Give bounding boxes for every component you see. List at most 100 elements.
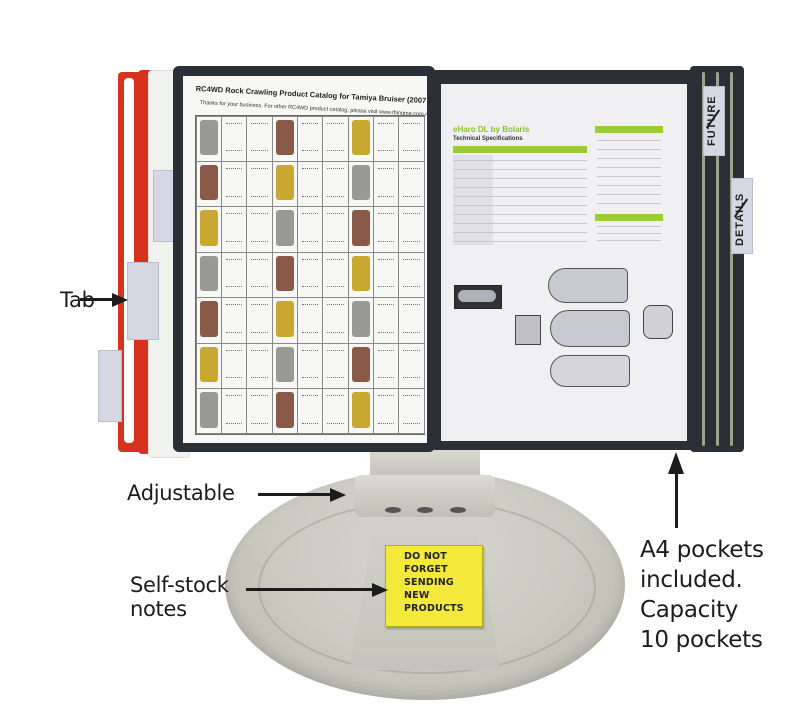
- spec-row: [453, 196, 587, 197]
- product-text: [251, 395, 268, 424]
- arrow-head-icon: [668, 452, 684, 474]
- label-pockets: A4 pockets included. Capacity 10 pockets: [640, 535, 764, 655]
- note-line: FORGET: [404, 564, 448, 575]
- product-thumbnail: [199, 119, 218, 156]
- catalog-cell: [372, 206, 400, 253]
- catalog-cell: [372, 160, 400, 208]
- pocket-tab[interactable]: [127, 262, 159, 340]
- catalog-cell: [296, 388, 324, 435]
- product-thumbnail: [351, 210, 370, 246]
- product-thumbnail: [275, 255, 294, 292]
- spec-row: [453, 241, 587, 242]
- product-text: [301, 167, 319, 197]
- product-text: [327, 258, 344, 288]
- product-text: [327, 122, 344, 152]
- catalog-cell: [271, 160, 298, 208]
- product-text: [327, 213, 344, 242]
- catalog-cell: [347, 388, 374, 435]
- catalog-cell: [398, 251, 425, 299]
- spec-row: [453, 223, 587, 224]
- pocket-gap: [716, 72, 719, 446]
- spec-row: [597, 194, 661, 195]
- catalog-cell: [246, 160, 273, 208]
- spec-header-bar: [595, 214, 663, 221]
- catalog-cell: [271, 342, 298, 390]
- product-text: [301, 349, 319, 379]
- product-text: [225, 258, 243, 288]
- catalog-cell: [195, 251, 222, 299]
- hinge-slot: [417, 507, 433, 513]
- catalog-cell: [220, 342, 248, 390]
- spec-row: [597, 203, 661, 204]
- pocket-tab[interactable]: [98, 350, 122, 422]
- spec-subtitle: Technical Specifications: [453, 136, 523, 142]
- catalog-cell: [220, 251, 248, 299]
- catalog-cell: [195, 388, 222, 435]
- note-line: SENDING: [404, 577, 454, 588]
- product-text: [403, 258, 420, 288]
- catalog-cell: [398, 115, 425, 162]
- catalog-cell: [271, 297, 298, 344]
- catalog-cell: [246, 115, 273, 162]
- catalog-cell: [271, 115, 298, 162]
- spec-row: [597, 233, 661, 234]
- product-text: [301, 304, 319, 333]
- product-thumbnail: [275, 164, 294, 201]
- pocket-tab-future[interactable]: [703, 86, 725, 156]
- product-thumbnail: [275, 119, 294, 156]
- product-thumbnail: [275, 301, 294, 337]
- product-text: [225, 167, 243, 197]
- catalog-cell: [322, 160, 349, 208]
- spec-row: [453, 178, 587, 179]
- product-text: [225, 213, 243, 242]
- arrow-pockets: [675, 470, 678, 528]
- product-text: [327, 304, 344, 333]
- catalog-cell: [347, 115, 374, 162]
- spec-row: [453, 187, 587, 188]
- product-thumbnail: [351, 301, 370, 337]
- spec-row: [597, 158, 661, 159]
- product-text: [377, 213, 395, 242]
- catalog-cell: [220, 206, 248, 253]
- product-text: [377, 258, 395, 288]
- product-text: [301, 258, 319, 288]
- hinge-slot: [450, 507, 466, 513]
- spec-header-bar: [453, 146, 587, 153]
- catalog-cell: [195, 297, 222, 344]
- pockets-line: included.: [640, 567, 743, 593]
- spec-label-column: [453, 155, 493, 245]
- product-text: [251, 167, 268, 197]
- arrow-self-stock: [246, 588, 376, 591]
- product-text: [225, 304, 243, 333]
- product-thumbnail: [199, 210, 218, 246]
- product-text: [301, 213, 319, 242]
- spec-row: [453, 214, 587, 215]
- catalog-cell: [271, 206, 298, 253]
- pocket-gap: [730, 72, 733, 446]
- spec-row: [453, 205, 587, 206]
- catalog-cell: [398, 297, 425, 344]
- catalog-cell: [296, 251, 324, 299]
- product-text: [377, 304, 395, 333]
- catalog-cell: [372, 297, 400, 344]
- catalog-cell: [398, 160, 425, 208]
- product-thumbnail: [199, 301, 218, 337]
- arrow-tab: [80, 298, 116, 301]
- catalog-grid: [195, 115, 425, 435]
- catalog-cell: [246, 342, 273, 390]
- sticky-note: DO NOT FORGET SENDING NEW PRODUCTS: [385, 545, 483, 627]
- product-text: [403, 167, 420, 197]
- pockets-line: 10 pockets: [640, 627, 763, 653]
- product-text: [403, 349, 420, 379]
- pocket-tab-details[interactable]: [731, 178, 753, 254]
- product-text: [251, 349, 268, 379]
- product-thumbnail: [199, 346, 218, 383]
- catalog-cell: [220, 160, 248, 208]
- product-text: [327, 349, 344, 379]
- product-text: [251, 304, 268, 333]
- catalog-cell: [220, 297, 248, 344]
- catalog-cell: [398, 342, 425, 390]
- catalog-cell: [195, 342, 222, 390]
- catalog-cell: [347, 206, 374, 253]
- product-text: [251, 213, 268, 242]
